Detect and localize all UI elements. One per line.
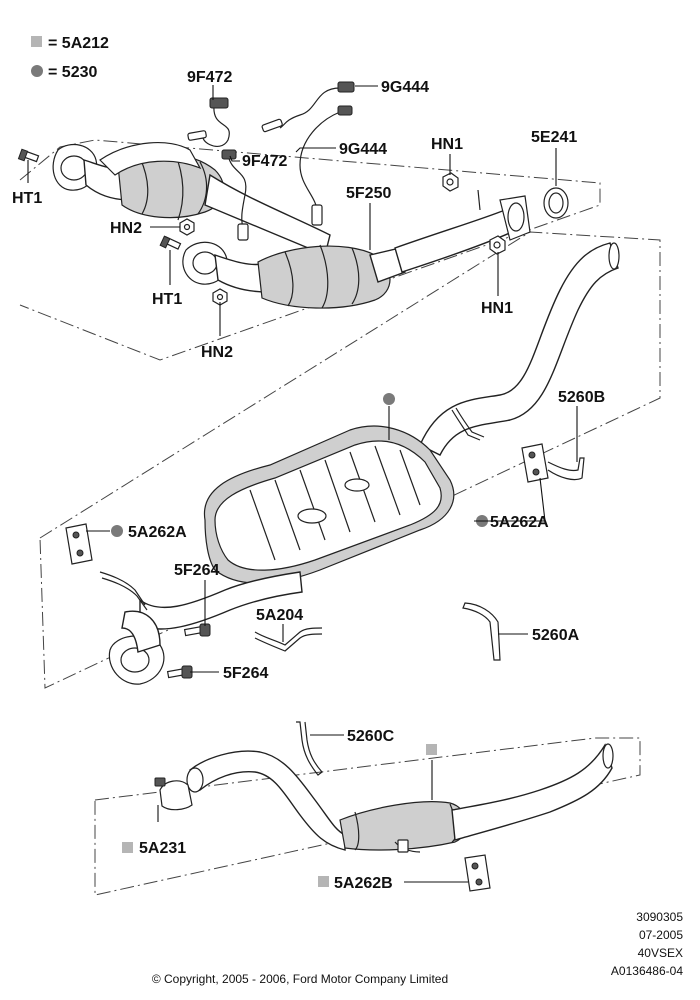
- nut-hn2-bottom: [212, 288, 228, 306]
- leader-lines: [27, 85, 578, 883]
- footer-code-2: 07-2005: [639, 928, 683, 942]
- marker-square-5a231: [122, 842, 133, 853]
- label-5e241: 5E241: [531, 129, 577, 146]
- sensor-9f472-top: [187, 97, 230, 147]
- footer-code-4: A0136486-04: [611, 964, 683, 978]
- sensor-9g444-mid: [299, 105, 353, 226]
- label-9f472-top: 9F472: [187, 69, 232, 86]
- marker-circle-muffler: [383, 393, 395, 405]
- outline-tailpipe-group: [94, 737, 641, 896]
- legend: = 5A212 = 5230: [31, 35, 109, 81]
- label-5f264-bottom: 5F264: [223, 665, 268, 682]
- legend-square-text: = 5A212: [48, 35, 109, 52]
- legend-circle-text: = 5230: [48, 64, 97, 81]
- marker-circle-5a262a-left: [111, 525, 123, 537]
- label-5a231: 5A231: [139, 840, 186, 857]
- sensor-9g444-top: [261, 81, 355, 133]
- tailpipe-assembly: [154, 721, 614, 892]
- hanger-5260c: [296, 721, 323, 776]
- insulator-5a262a-left: [65, 523, 93, 565]
- hanger-5a204: [254, 627, 323, 646]
- catalytic-converter-assembly: [17, 81, 569, 309]
- marker-square-resonator: [426, 744, 437, 755]
- label-hn2-left: HN2: [110, 220, 142, 237]
- label-9g444-mid: 9G444: [339, 141, 387, 158]
- sensor-9f472-mid: [221, 149, 249, 241]
- legend-square-swatch: [31, 36, 42, 47]
- outline-muffler-group: [39, 231, 661, 689]
- label-5a262a-left: 5A262A: [128, 524, 187, 541]
- insulator-5a262a-right: [521, 443, 549, 483]
- label-5a204: 5A204: [256, 607, 303, 624]
- label-ht1-mid: HT1: [152, 291, 182, 308]
- copyright-notice: © Copyright, 2005 - 2006, Ford Motor Com…: [152, 972, 448, 986]
- nut-hn1-right: [489, 235, 506, 255]
- nut-hn1-top: [442, 172, 459, 192]
- label-hn1-right: HN1: [481, 300, 513, 317]
- label-5260a: 5260A: [532, 627, 580, 644]
- nut-hn2-left: [179, 218, 195, 236]
- label-hn1-top: HN1: [431, 136, 463, 153]
- legend-circle-swatch: [31, 65, 43, 77]
- label-9g444-top: 9G444: [381, 79, 429, 96]
- stud-ht1-left: [17, 148, 40, 163]
- bolt-5f264-top: [183, 623, 211, 637]
- gasket-5e241: [543, 187, 569, 219]
- outline-upper-group: [19, 139, 601, 361]
- label-9f472-mid: 9F472: [242, 153, 287, 170]
- stud-ht1-mid: [159, 235, 182, 250]
- hanger-5260b: [547, 457, 585, 481]
- markers: [111, 393, 488, 887]
- label-ht1-left: HT1: [12, 190, 42, 207]
- footer: 3090305 07-2005 40VSEX A0136486-04 © Cop…: [152, 910, 683, 986]
- label-5260c: 5260C: [347, 728, 395, 745]
- group-outlines: [19, 139, 661, 896]
- insulator-5a262b: [464, 854, 491, 892]
- footer-code-1: 3090305: [636, 910, 683, 924]
- hanger-5260a: [462, 602, 501, 661]
- label-5260b: 5260B: [558, 389, 605, 406]
- label-5a262b: 5A262B: [334, 875, 393, 892]
- label-5a262a-right: 5A262A: [490, 514, 549, 531]
- bolt-5f264-bottom: [166, 665, 193, 679]
- label-hn2-bottom: HN2: [201, 344, 233, 361]
- footer-code-3: 40VSEX: [638, 946, 683, 960]
- label-5f250: 5F250: [346, 185, 391, 202]
- muffler-assembly: [65, 242, 620, 685]
- label-5f264-top: 5F264: [174, 562, 219, 579]
- marker-square-5a262b: [318, 876, 329, 887]
- clamp-5a231: [154, 777, 193, 811]
- tailpipe-rise: [419, 242, 619, 456]
- part-labels: 9F472 9G444 9G444 9F472 HT1 HN1 5E241 5F…: [12, 69, 605, 892]
